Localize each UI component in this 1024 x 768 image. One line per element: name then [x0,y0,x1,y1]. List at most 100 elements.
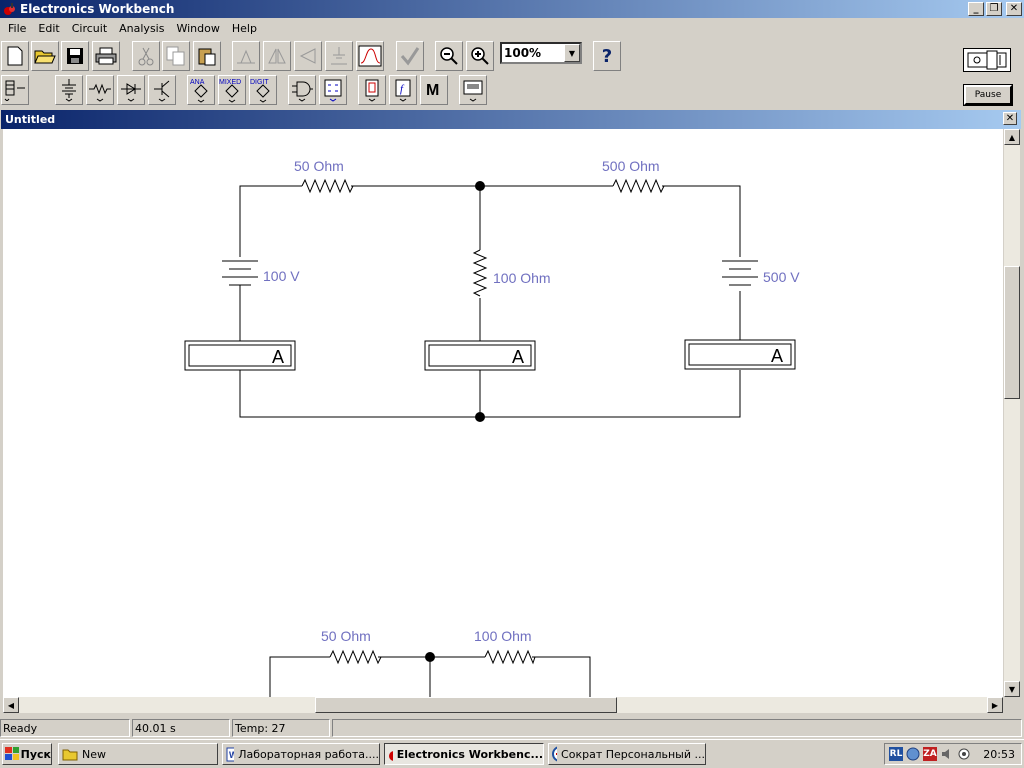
battery-500v[interactable] [720,257,760,291]
scroll-left-button[interactable]: ◀ [3,697,19,713]
help-icon: ? [601,45,613,67]
minimize-button[interactable]: _ [968,2,984,16]
chevron-down-icon[interactable]: ▼ [564,44,580,62]
power-switch[interactable] [963,48,1011,72]
vertical-scrollbar[interactable]: ▲ ▼ [1004,129,1020,697]
scroll-down-button[interactable]: ▼ [1004,681,1020,697]
new-file-button[interactable] [1,41,29,71]
resistor-50-ohm[interactable] [301,178,354,194]
mixed-ics-bin-button[interactable]: MIXED [218,75,246,105]
menu-edit[interactable]: Edit [38,21,60,35]
restore-button[interactable]: ❐ [986,2,1002,16]
zoom-out-button[interactable] [435,41,463,71]
resistor-100-ohm[interactable] [484,649,536,665]
speaker-icon[interactable] [940,747,954,761]
menu-circuit[interactable]: Circuit [71,21,108,35]
graph-button[interactable] [356,41,384,71]
copy-icon [166,46,185,66]
ammeter-middle[interactable]: A [424,340,536,371]
component-properties-button[interactable] [396,41,424,71]
pause-button[interactable]: Pause [963,84,1013,106]
close-button[interactable]: ✕ [1006,2,1022,16]
logic-gate-icon [292,81,313,102]
junction-node [475,412,485,422]
zoom-select[interactable]: 100% ▼ [500,42,582,64]
label-r2-left: 50 Ohm [321,628,371,644]
instrument-icon [463,80,483,102]
diodes-bin-button[interactable] [117,75,145,105]
socrates-app-icon [552,746,558,762]
svg-text:f: f [400,83,405,95]
ammeter-right[interactable]: A [684,339,796,370]
subcircuit-icon [331,47,347,65]
scroll-up-button[interactable]: ▲ [1004,129,1020,145]
start-button[interactable]: Пуск [2,743,52,765]
sources-bin-button[interactable] [55,75,83,105]
ammeter-left[interactable]: A [184,340,296,371]
zoom-in-button[interactable] [466,41,494,71]
menu-window[interactable]: Window [176,21,220,35]
scroll-right-button[interactable]: ▶ [987,697,1003,713]
open-file-button[interactable] [31,41,59,71]
menu-file[interactable]: File [8,21,27,35]
task-electronics-workbench[interactable]: Electronics Workbenc... [384,743,544,765]
task-word-document[interactable]: W Лабораторная работа.... [222,743,380,765]
horizontal-scroll-thumb[interactable] [315,697,617,713]
task-socrates-translator[interactable]: Сократ Персональный ... [548,743,706,765]
resistor-50-ohm[interactable] [329,649,382,665]
horizontal-scrollbar[interactable]: ◀ ▶ [3,697,1003,713]
print-button[interactable] [92,41,120,71]
task-label: Сократ Персональный ... [561,747,705,761]
subcircuit-button[interactable] [325,41,353,71]
cut-button[interactable] [132,41,160,71]
miscellaneous-bin-button[interactable]: M [420,75,448,105]
circuit-schematic: A A A 50 Ohm 500 Ohm 100 [184,158,800,697]
status-empty-cell [332,719,1022,737]
junction-node [475,181,485,191]
favorites-bin-button[interactable] [1,75,29,105]
tray-app-icon[interactable] [957,747,971,761]
rotate-button[interactable] [232,41,260,71]
vertical-scroll-thumb[interactable] [1004,266,1020,399]
document-close-button[interactable]: ✕ [1003,112,1017,125]
menu-help[interactable]: Help [231,21,257,35]
logic-gates-bin-button[interactable] [288,75,316,105]
miscellaneous-icon: M [426,82,439,99]
battery-100v[interactable] [220,249,260,291]
copy-button[interactable] [162,41,190,71]
controls-bin-button[interactable]: f [389,75,417,105]
analog-ics-bin-button[interactable]: ANA [187,75,215,105]
paste-button[interactable] [193,41,221,71]
flip-vertical-button[interactable] [294,41,322,71]
flip-horizontal-button[interactable] [263,41,291,71]
zoom-in-icon [471,47,489,65]
help-button[interactable]: ? [593,41,621,71]
resize-grip-icon[interactable] [1004,697,1020,713]
basic-bin-button[interactable] [86,75,114,105]
parts-toolbar: ANA MIXED DIGIT f M [0,73,1024,108]
indicators-bin-button[interactable] [358,75,386,105]
taskbar: Пуск New W Лабораторная работа.... Elect… [0,739,1024,768]
resistor-500-ohm[interactable] [612,178,665,194]
task-label: Лабораторная работа.... [238,747,379,761]
task-new-folder[interactable]: New [58,743,218,765]
zonealarm-icon[interactable]: ZA [923,747,937,761]
resistor-100-ohm[interactable] [472,249,488,297]
digital-bin-button[interactable] [319,75,347,105]
transistors-bin-button[interactable] [148,75,176,105]
ammeter-symbol: A [512,347,524,367]
clock[interactable]: 20:53 [983,747,1015,761]
menu-analysis[interactable]: Analysis [119,21,165,35]
digital-ics-bin-button[interactable]: DIGIT [249,75,277,105]
save-button[interactable] [61,41,89,71]
favorites-bin-icon [4,80,25,101]
folder-icon [62,749,78,760]
language-indicator[interactable]: RL [889,747,903,761]
instruments-bin-button[interactable] [459,75,487,105]
circuit-canvas[interactable]: A A A 50 Ohm 500 Ohm 100 [3,129,1003,697]
word-document-icon: W [226,747,235,761]
label-r-top-left: 50 Ohm [294,158,344,174]
resistor-icon [89,83,111,102]
network-icon[interactable] [906,747,920,761]
scissors-icon [138,47,154,66]
